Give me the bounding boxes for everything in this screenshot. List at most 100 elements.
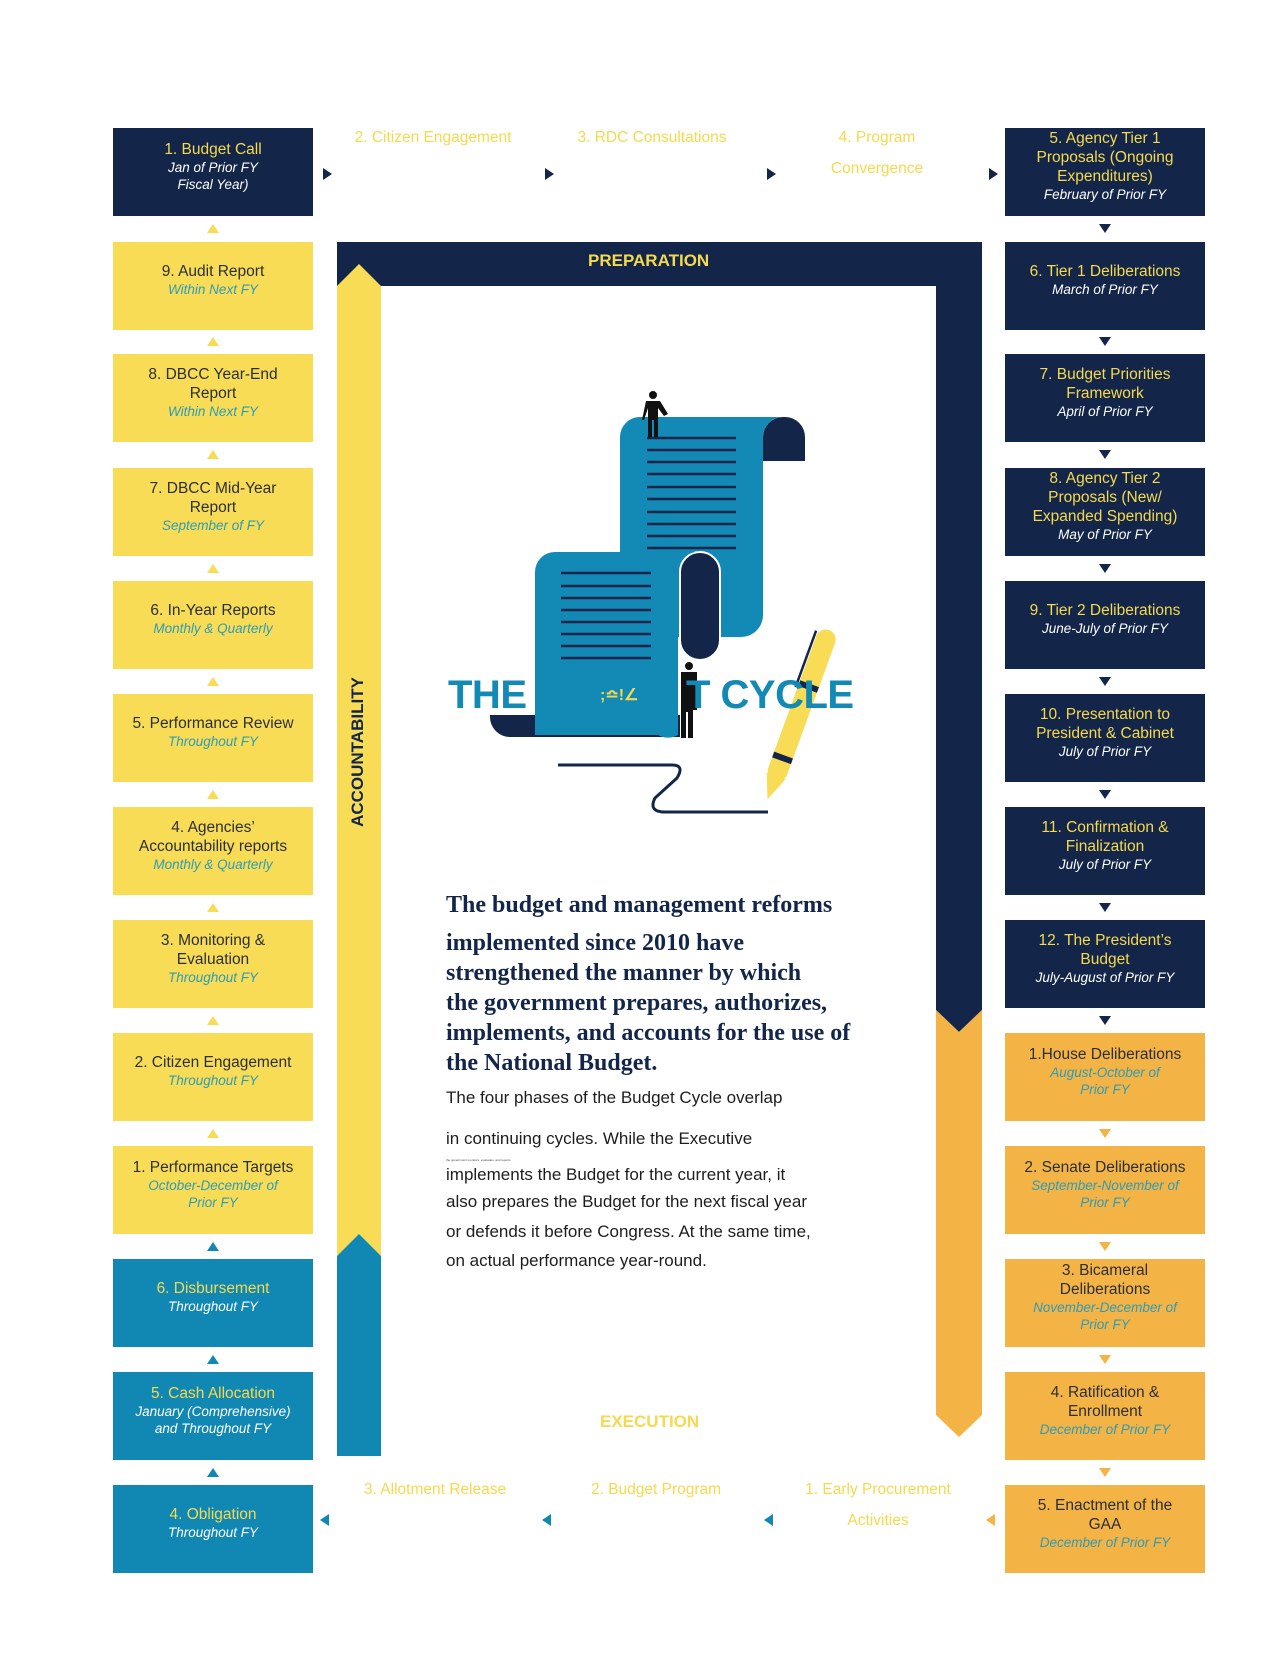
body-line: on actual performance year-round. — [446, 1251, 707, 1270]
arrow-left-icon — [986, 1514, 995, 1526]
step-title: 3. Bicameral Deliberations — [1059, 1262, 1151, 1298]
phase-label-accountability: ACCOUNTABILITY — [348, 677, 367, 827]
arrow-down-icon — [1099, 1015, 1111, 1025]
arrow-down-icon — [1099, 676, 1111, 686]
arrow-down-icon — [1099, 224, 1111, 233]
arrow-up-icon — [207, 676, 219, 686]
body-line: in continuing cycles. While the Executiv… — [446, 1129, 753, 1148]
arrow-up-icon — [207, 450, 219, 459]
arrow-right-icon — [323, 168, 332, 180]
step-title: 4. Obligation — [169, 1506, 257, 1523]
step-title: 7. Budget Priorities Framework — [1039, 365, 1171, 402]
step-timing: December of Prior FY — [1039, 1534, 1171, 1550]
step-title: 1. Performance Targets — [132, 1158, 294, 1176]
step-timing: Monthly & Quarterly — [153, 856, 273, 872]
step-timing: Throughout FY — [167, 734, 259, 749]
step-title: 8. DBCC Year-End Report — [148, 365, 278, 402]
step-title: 4. Ratification & Enrollment — [1050, 1383, 1160, 1420]
arrow-right-icon — [767, 168, 776, 180]
step-timing: March of Prior FY — [1052, 282, 1158, 297]
person-top-icon — [642, 391, 668, 437]
step-title: 6. Tier 1 Deliberations — [1029, 263, 1181, 280]
arrow-up-icon — [207, 1128, 219, 1138]
budget-cycle-illustration — [490, 391, 836, 814]
step-timing: Within Next FY — [168, 403, 258, 419]
step-title: 8. Agency Tier 2 Proposals (New/ Expande… — [1032, 470, 1178, 525]
accountability-bar — [337, 264, 381, 1256]
arrow-down-icon — [1099, 1241, 1111, 1251]
arrow-up-icon — [207, 1467, 219, 1477]
execution-flow-step: 1. Early Procurement Activities — [805, 1481, 951, 1529]
headline-line: implemented since 2010 have — [446, 930, 744, 956]
headline-line: the government prepares, authorizes, — [446, 990, 828, 1016]
step-timing: September of FY — [161, 517, 265, 533]
body-line: or defends it before Congress. At the sa… — [446, 1222, 811, 1241]
arrow-up-icon — [207, 224, 219, 233]
step-title: 6. In-Year Reports — [150, 602, 276, 619]
arrow-left-icon — [320, 1514, 329, 1526]
preparation-bar — [337, 242, 982, 286]
body-line: The four phases of the Budget Cycle over… — [446, 1088, 783, 1107]
step-timing: Throughout FY — [167, 1299, 259, 1314]
step-timing: February of Prior FY — [1043, 187, 1167, 202]
step-timing: August-October of Prior FY — [1050, 1064, 1160, 1097]
headline-line: The budget and management reforms — [446, 892, 833, 918]
arrow-up-icon — [207, 1241, 219, 1251]
step-timing: July of Prior FY — [1058, 743, 1152, 759]
arrow-up-icon — [207, 337, 219, 346]
headline: The budget and management reforms implem… — [446, 890, 886, 1078]
headline-line: the National Budget. — [446, 1050, 658, 1076]
step-timing: Monthly & Quarterly — [153, 621, 273, 636]
arrow-down-icon — [1099, 1128, 1111, 1138]
step-title: 6. Disbursement — [156, 1280, 270, 1297]
headline-line: implements, and accounts for the use of — [446, 1020, 851, 1046]
step-title: 7. DBCC Mid-Year Report — [149, 479, 277, 516]
arrow-right-icon — [545, 168, 554, 180]
signature-line — [558, 763, 768, 814]
arrow-up-icon — [207, 902, 219, 912]
step-title: 5. Performance Review — [132, 715, 294, 732]
step-timing: Throughout FY — [167, 1073, 259, 1088]
legislation-bar — [936, 1010, 982, 1437]
phase-label-execution: EXECUTION — [600, 1412, 700, 1431]
step-title: 11. Confirmation & Finalization — [1041, 818, 1169, 855]
step-timing: July of Prior FY — [1058, 856, 1152, 872]
arrow-down-icon — [1099, 563, 1111, 573]
step-timing: April of Prior FY — [1057, 403, 1153, 419]
step-title: 4. Agencies’ Accountability reports — [138, 818, 288, 855]
top-scroll-lines — [647, 436, 736, 550]
pen-icon — [766, 629, 836, 800]
right_column-step: 5. Agency Tier 1 Proposals (Ongoing Expe… — [1005, 128, 1205, 216]
step-title: 10. Presentation to President & Cabinet — [1036, 705, 1174, 742]
arrow-left-icon — [542, 1514, 551, 1526]
step-timing: January (Comprehensive) and Throughout F… — [135, 1403, 291, 1436]
step-title: 1.House Deliberations — [1028, 1045, 1182, 1063]
execution-bar — [337, 1234, 381, 1456]
lower-scroll-lines — [561, 571, 651, 660]
step-timing: May of Prior FY — [1058, 527, 1152, 542]
step-title: 3. Monitoring & Evaluation — [160, 931, 266, 968]
body-line: implements the Budget for the current ye… — [446, 1165, 786, 1184]
arrow-right-icon — [989, 168, 998, 180]
illustration-title-cycle: T CYCLE — [686, 673, 854, 717]
step-timing: June-July of Prior FY — [1041, 621, 1169, 636]
body-line: also prepares the Budget for the next fi… — [446, 1192, 807, 1211]
arrow-up-icon — [207, 789, 219, 799]
